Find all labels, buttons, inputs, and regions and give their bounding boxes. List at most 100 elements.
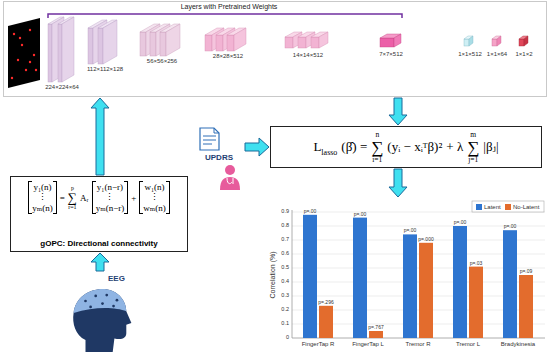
math-term: = xyxy=(60,193,65,203)
sum-sign: ∑ xyxy=(467,139,479,156)
no-latent-bars xyxy=(369,331,383,338)
no-latent-bars xyxy=(519,275,533,338)
conv-block xyxy=(166,24,180,56)
latent-bars xyxy=(353,218,367,338)
doctor-icon xyxy=(227,178,233,184)
category-label: Tremor L xyxy=(456,341,480,347)
loss-symbol: Llasso xyxy=(313,139,337,155)
layer-dimension: 112×112×128 xyxy=(87,66,123,72)
sum-stack: p∑r=1 xyxy=(68,185,77,210)
p-value: p=.00 xyxy=(454,220,467,225)
category-label: Tremor R xyxy=(405,341,430,347)
sum-limit: m xyxy=(470,131,476,139)
conv-block xyxy=(88,20,117,64)
conv-block xyxy=(62,17,74,82)
conv-block xyxy=(140,32,146,56)
conv-block xyxy=(140,24,180,56)
conv-block xyxy=(150,32,156,56)
dense-layer xyxy=(524,36,528,46)
layer-dimension: 1×1×64 xyxy=(487,51,507,57)
connectivity-box: y₁(n) ⋮ yₘ(n)=p∑r=1Aᵣy₁(n−r) ⋮ yₘ(n−r)+w… xyxy=(10,176,188,252)
legend-text: No-Latent xyxy=(513,204,539,210)
sum-limit: j=1 xyxy=(468,156,478,164)
axis-tick: 0.8 xyxy=(281,223,289,229)
head-icon xyxy=(101,302,104,305)
head-icon xyxy=(112,305,115,308)
axis-tick: 0.7 xyxy=(281,237,289,243)
layer-dimension: 28×28×512 xyxy=(213,53,243,59)
axis-tick: 0.6 xyxy=(281,251,289,257)
no-latent-bars xyxy=(319,306,333,338)
conv-block xyxy=(205,35,212,51)
layer-dimension: 14×14×512 xyxy=(293,52,323,58)
input-image xyxy=(8,18,40,88)
p-value: p=.03 xyxy=(470,261,483,266)
axis-tick: 0.4 xyxy=(281,279,289,285)
input-image xyxy=(33,54,35,56)
axis-tick: 0 xyxy=(286,335,289,341)
conv-block xyxy=(394,34,401,47)
input-image xyxy=(17,59,19,61)
conv-block xyxy=(160,32,166,56)
document-icon xyxy=(200,128,219,150)
p-value: p=.296 xyxy=(318,300,333,305)
input-image xyxy=(29,29,31,31)
head-icon xyxy=(84,294,118,309)
latent-bars xyxy=(403,234,417,338)
doctor-icon xyxy=(220,177,240,190)
input-image xyxy=(35,69,37,71)
axis-title: Correlation (%) xyxy=(269,251,276,298)
eeg-node: EEG xyxy=(62,272,138,356)
conv-block xyxy=(227,35,234,51)
sum-limit: i=1 xyxy=(372,156,382,164)
category-label: FingerTap L xyxy=(352,341,384,347)
axis-tick: 0.5 xyxy=(281,265,289,271)
conv-block xyxy=(48,17,74,82)
matrix-column: y₁(n) ⋮ yₘ(n) xyxy=(28,181,57,214)
input-image xyxy=(11,29,37,79)
math-term: |βⱼ| xyxy=(483,139,498,155)
conv-block xyxy=(216,35,223,51)
input-image xyxy=(13,33,15,35)
flow-arrow xyxy=(389,98,407,125)
input-image xyxy=(29,61,31,63)
layer-dimension: 56×56×256 xyxy=(147,58,177,64)
conv-block xyxy=(48,24,52,82)
no-latent-bars xyxy=(319,243,533,338)
matrix-column: y₁(n−r) ⋮ yₘ(n−r) xyxy=(92,181,129,214)
doctor-icon xyxy=(225,165,235,175)
input-image xyxy=(11,77,13,79)
category-label: Bradykinesia xyxy=(501,341,535,347)
equation-row: y₁(n) ⋮ yₘ(n)=p∑r=1Aᵣy₁(n−r) ⋮ yₘ(n−r)+w… xyxy=(28,181,170,214)
no-latent-bars xyxy=(419,243,433,338)
signal-label: EEG xyxy=(108,274,125,283)
dense-layer xyxy=(469,36,473,46)
conv-block xyxy=(380,38,394,47)
document-icon xyxy=(214,128,219,133)
conv-block xyxy=(298,37,306,48)
legend-swatch xyxy=(476,204,482,210)
legend-text: Latent xyxy=(484,204,501,210)
conv-block xyxy=(319,32,328,48)
axis-tick: 0.3 xyxy=(281,293,289,299)
flow-arrow xyxy=(91,253,109,271)
document-icon xyxy=(203,136,216,144)
input-image xyxy=(21,44,23,46)
equation-row: Llasso(β̂) =n∑i=1(yᵢ − xᵢᵀβ)²+ λm∑j=1|βⱼ… xyxy=(313,131,498,163)
conv-block xyxy=(311,37,319,48)
sum-sign: ∑ xyxy=(68,191,77,204)
head-icon xyxy=(89,306,92,309)
scale-label: UPDRS xyxy=(194,153,244,162)
legend-frame xyxy=(472,201,544,212)
legend-swatch xyxy=(505,204,511,210)
no-latent-bars xyxy=(469,267,483,338)
flow-arrow xyxy=(91,98,109,175)
dense-layer xyxy=(492,39,497,46)
sum-limit: r=1 xyxy=(68,204,76,210)
updrs-node: UPDRS xyxy=(194,126,244,190)
p-value: p=.00 xyxy=(504,224,517,229)
layer-dimension: 7×7×512 xyxy=(379,51,403,57)
chart-axes xyxy=(292,210,545,338)
p-value: p=.09 xyxy=(520,269,533,274)
dense-layer xyxy=(497,36,501,46)
